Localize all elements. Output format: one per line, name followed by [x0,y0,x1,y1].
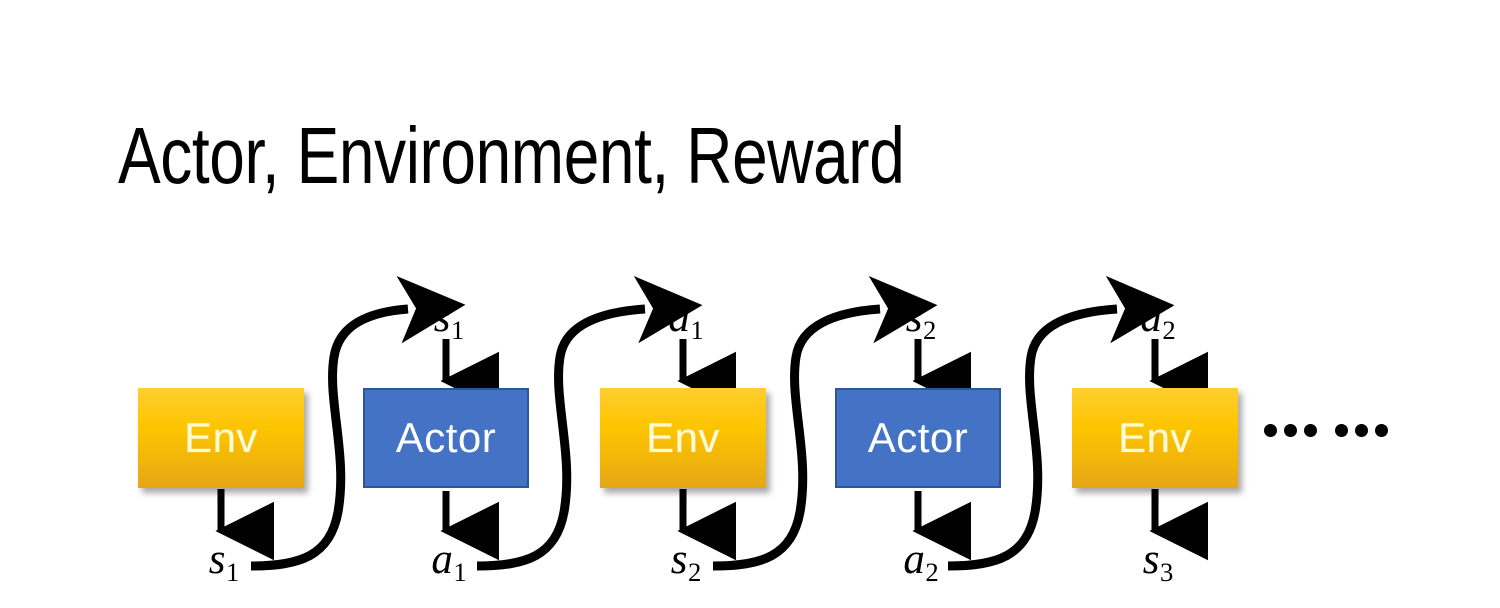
label-action-a1-top: a1 [668,294,704,345]
label-state-s2-bottom: s2 [670,536,702,587]
node-actor-1[interactable]: Actor [363,388,529,488]
ellipsis-dot [1284,424,1297,437]
label-state-s2-top: s2 [905,294,937,345]
node-label: Env [1118,414,1192,461]
node-label: Actor [867,414,969,461]
ellipsis-dot [1304,424,1317,437]
label-action-a2-top: a2 [1140,294,1176,345]
ellipsis-spacer [1324,430,1328,431]
node-env-2[interactable]: Env [600,388,766,488]
vertical-output-arrows [215,489,1209,561]
node-label: Actor [395,414,497,461]
node-actor-2[interactable]: Actor [835,388,1001,488]
ellipsis-dot [1375,424,1388,437]
label-action-a1-bottom: a1 [431,536,467,587]
ellipsis-continuation [1264,424,1388,437]
label-state-s1-bottom: s1 [208,536,240,587]
ellipsis-dot [1264,424,1277,437]
page-title: Actor, Environment, Reward [118,111,905,200]
label-action-a2-bottom: a2 [903,536,939,587]
ellipsis-dot [1355,424,1368,437]
node-label: Env [184,414,258,461]
node-env-1[interactable]: Env [138,388,304,488]
ellipsis-dot [1335,424,1348,437]
node-label: Env [646,414,720,461]
vertical-input-arrows [440,339,1209,411]
label-state-s3-bottom: s3 [1142,536,1174,587]
label-state-s1-top: s1 [433,294,465,345]
node-env-3[interactable]: Env [1072,388,1238,488]
